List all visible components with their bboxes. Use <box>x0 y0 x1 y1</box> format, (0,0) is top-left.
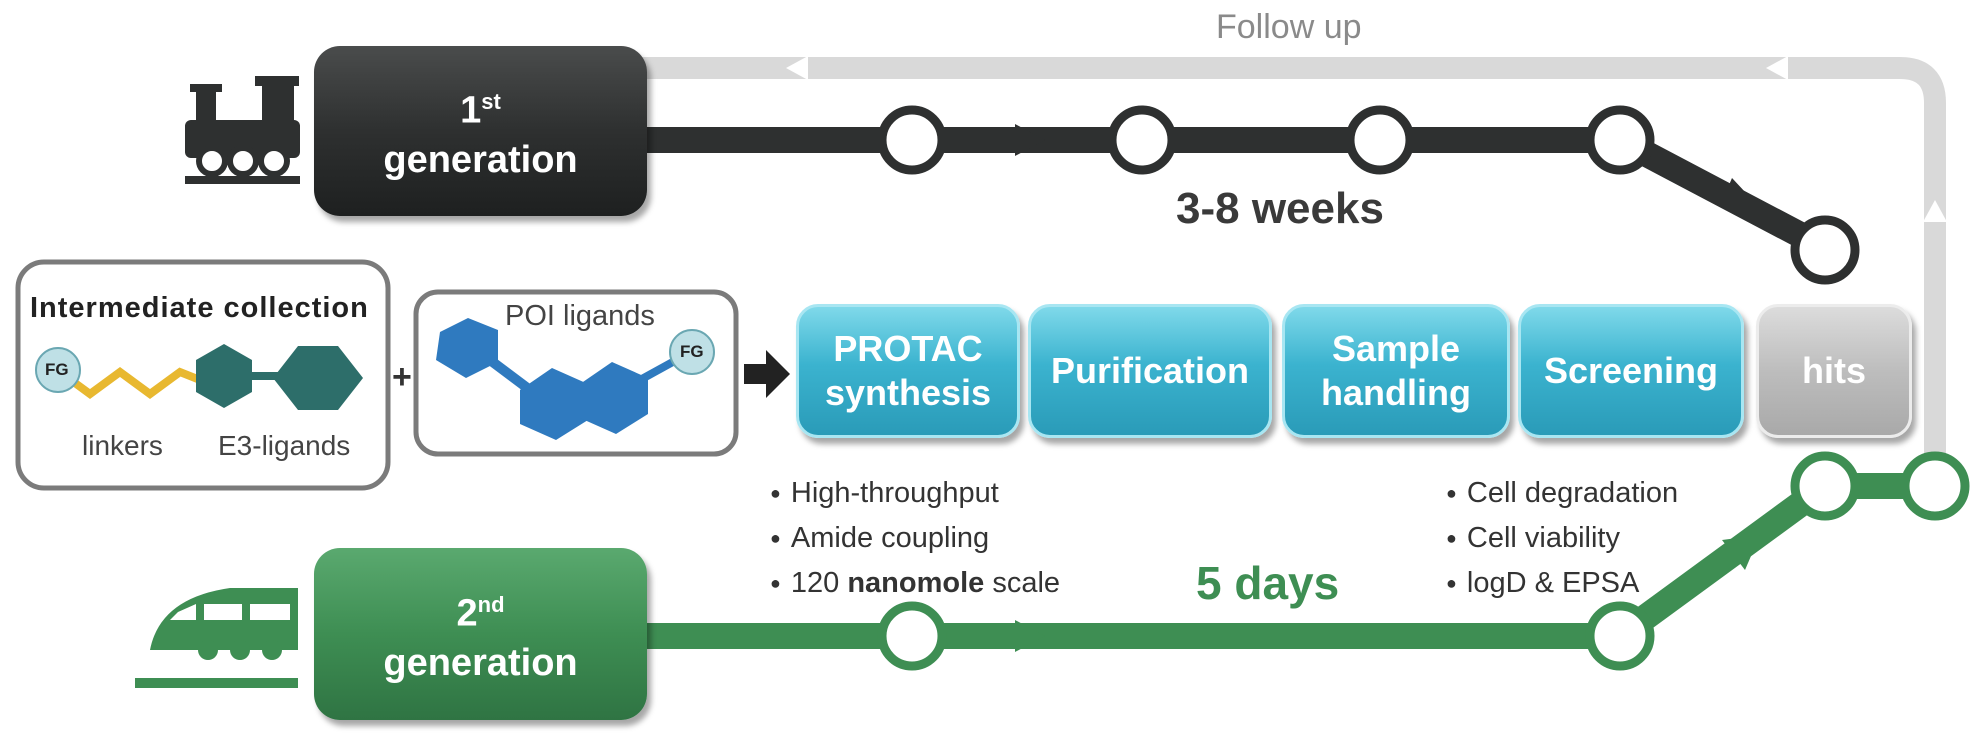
fg-sphere-left <box>35 347 81 393</box>
gen1-station-end <box>1790 215 1860 285</box>
e3-ligand-small-hexagon <box>196 344 252 408</box>
gen2-duration: 5 days <box>1196 557 1340 609</box>
gen1-duration: 3-8 weeks <box>1176 184 1384 233</box>
gen2-arrow-2 <box>1722 535 1760 570</box>
screening-notes: Cell degradation Cell viability logD & E… <box>1446 472 1678 607</box>
gen2-station-end-1 <box>1790 451 1860 521</box>
follow-up-arrow-3 <box>1923 200 1947 222</box>
follow-up-label: Follow up <box>1216 8 1362 46</box>
bullet-train-icon <box>135 588 298 688</box>
steam-locomotive-icon <box>185 76 300 184</box>
screening-note-2: Cell viability <box>1446 517 1678 562</box>
synthesis-note-1: High-throughput <box>770 472 1060 517</box>
follow-up-arrow-2 <box>1766 56 1788 80</box>
gen1-box: 1st generation <box>314 46 647 216</box>
gen2-station-1 <box>877 601 947 671</box>
synthesis-note-3: 120 nanomole scale <box>770 562 1060 607</box>
poi-hexagon-2 <box>580 362 648 434</box>
poi-pentagon <box>436 318 498 378</box>
gen2-station-end-2 <box>1900 451 1970 521</box>
fg-label-right: FG <box>680 342 704 361</box>
step-screening: Screening <box>1518 304 1744 438</box>
poi-hexagon-1 <box>520 368 588 440</box>
gen1-station-3 <box>1345 105 1415 175</box>
gen2-station-2 <box>1585 601 1655 671</box>
gen2-box: 2nd generation <box>314 548 647 720</box>
intermediate-title: Intermediate collection <box>30 292 369 324</box>
gen1-arrow-2 <box>1720 178 1760 208</box>
linkers-label: linkers <box>82 430 163 461</box>
follow-up-track <box>640 57 1946 486</box>
gen1-ordinal: 1st <box>460 88 501 132</box>
gen1-station-2 <box>1107 105 1177 175</box>
gen1-station-1 <box>877 105 947 175</box>
plus-sign: + <box>392 358 412 396</box>
synthesis-notes: High-throughput Amide coupling 120 nanom… <box>770 472 1060 607</box>
fg-sphere-right <box>669 329 715 375</box>
gen2-arrow-1 <box>1015 620 1045 652</box>
screening-note-1: Cell degradation <box>1446 472 1678 517</box>
right-arrow-icon <box>744 350 790 398</box>
gen1-station-4 <box>1585 105 1655 175</box>
gen1-label: generation <box>383 139 578 182</box>
step-purification: Purification <box>1028 304 1272 438</box>
synthesis-note-2: Amide coupling <box>770 517 1060 562</box>
poi-title: POI ligands <box>505 300 655 332</box>
step-hits: hits <box>1756 304 1912 438</box>
gen1-arrow-1 <box>1015 124 1045 156</box>
gen2-ordinal: 2nd <box>456 591 505 635</box>
follow-up-arrow-1 <box>786 56 808 80</box>
gen2-label: generation <box>383 642 578 685</box>
screening-note-3: logD & EPSA <box>1446 562 1678 607</box>
e3-ligands-label: E3-ligands <box>218 430 351 461</box>
fg-label-left: FG <box>45 360 69 379</box>
gen2-track <box>640 473 1935 649</box>
e3-ligand-large-hexagon <box>273 346 363 410</box>
linker-chain <box>57 367 207 399</box>
